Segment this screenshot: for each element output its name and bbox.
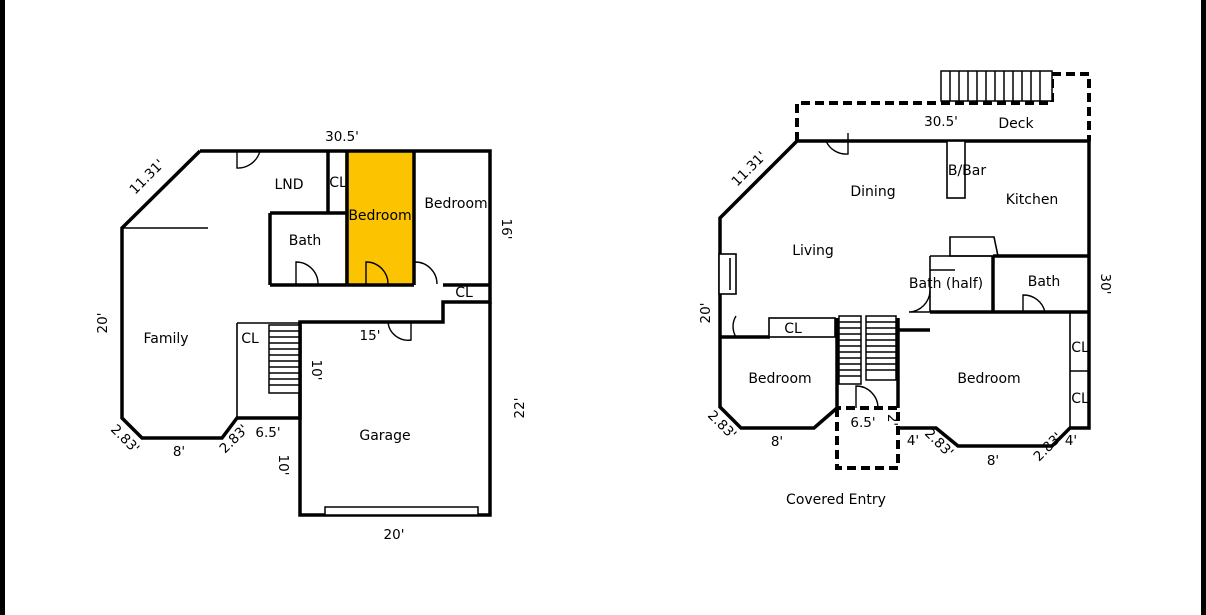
room-label-bedroom-right: Bedroom bbox=[957, 371, 1020, 387]
room-label-dining: Dining bbox=[850, 184, 895, 200]
dimension-label: 10' bbox=[275, 455, 291, 476]
room-label-bedroom-highlighted: Bedroom bbox=[348, 208, 411, 224]
dimension-label: 15' bbox=[360, 328, 381, 344]
upper-floor-plan: Deck B/Bar Dining Kitchen Living Bath (h… bbox=[698, 70, 1113, 508]
dimension-label: 8' bbox=[771, 434, 783, 450]
room-label-family: Family bbox=[143, 331, 188, 347]
upper-stairs-left bbox=[838, 315, 862, 385]
dimension-label: 20' bbox=[95, 313, 111, 334]
door-swing bbox=[825, 133, 849, 155]
dimension-label: 2.83' bbox=[921, 426, 956, 461]
dimension-label: 4' bbox=[1065, 433, 1077, 449]
door-swing bbox=[236, 150, 261, 169]
room-label-closet: CL bbox=[1071, 340, 1089, 356]
dimension-label: 8' bbox=[987, 453, 999, 469]
dimension-label: 4' bbox=[907, 433, 919, 449]
fireplace-hood bbox=[949, 236, 999, 257]
room-label-deck: Deck bbox=[998, 116, 1034, 132]
dimension-label: 20' bbox=[698, 303, 714, 324]
closet-hall bbox=[768, 317, 836, 338]
b-bar-counter bbox=[946, 140, 966, 199]
room-label-closet: CL bbox=[241, 331, 259, 347]
door-swing bbox=[1022, 294, 1046, 313]
room-label-closet: CL bbox=[455, 285, 473, 301]
dimension-label: 6.5' bbox=[850, 415, 875, 431]
room-label-lnd: LND bbox=[274, 177, 303, 193]
room-label-kitchen: Kitchen bbox=[1006, 192, 1059, 208]
room-label-closet: CL bbox=[329, 175, 347, 191]
dimension-label: 2.83' bbox=[1031, 430, 1066, 465]
room-label-b-bar: B/Bar bbox=[948, 163, 987, 179]
dimension-label: 10' bbox=[308, 360, 324, 381]
deck-outline bbox=[795, 72, 1091, 141]
dimension-label: 2.83' bbox=[217, 422, 252, 457]
door-swing bbox=[855, 385, 879, 409]
floor-plan-page: LND CL Bedroom Bedroom Bath CL Family CL… bbox=[5, 0, 1201, 615]
door-swing bbox=[908, 290, 931, 313]
upper-outer-wall bbox=[718, 139, 839, 430]
garage-wall bbox=[298, 302, 492, 517]
dimension-label: 2.83' bbox=[107, 422, 142, 457]
upper-stairs-right bbox=[865, 315, 897, 381]
door-swing bbox=[414, 261, 438, 285]
dimension-label: 30.5' bbox=[325, 129, 359, 145]
door-swing bbox=[365, 261, 389, 286]
room-label-closet: CL bbox=[784, 321, 802, 337]
deck-stairs bbox=[940, 70, 1053, 102]
dimension-label: 11.31' bbox=[127, 157, 168, 198]
lower-floor-plan: LND CL Bedroom Bedroom Bath CL Family CL… bbox=[95, 129, 528, 543]
room-label-garage: Garage bbox=[359, 428, 410, 444]
room-label-bedroom-left: Bedroom bbox=[748, 371, 811, 387]
door-swing bbox=[387, 321, 412, 341]
room-label-bedroom: Bedroom bbox=[424, 196, 487, 212]
highlighted-bedroom-area[interactable] bbox=[345, 151, 414, 285]
dimension-label: 20' bbox=[384, 527, 405, 543]
dimension-label: 30.5' bbox=[924, 114, 958, 130]
dimension-label: 30' bbox=[1097, 274, 1113, 295]
dimension-label: 16' bbox=[498, 219, 514, 240]
room-label-bath-half: Bath (half) bbox=[909, 276, 983, 292]
dimension-label: 2.83' bbox=[704, 408, 739, 443]
door-swing bbox=[732, 315, 755, 338]
lower-outer-wall bbox=[120, 149, 492, 440]
dimension-label: 6.5' bbox=[255, 425, 280, 441]
room-label-bath: Bath bbox=[289, 233, 322, 249]
dimension-label: 22' bbox=[512, 398, 528, 419]
door-swing bbox=[295, 261, 319, 286]
room-label-closet: CL bbox=[1071, 391, 1089, 407]
dimension-label: 2' bbox=[884, 414, 900, 426]
floor-plan-svg: LND CL Bedroom Bedroom Bath CL Family CL… bbox=[95, 70, 1113, 543]
dimension-label: 11.31' bbox=[729, 149, 770, 190]
lower-stairs bbox=[268, 324, 300, 394]
room-label-living: Living bbox=[792, 243, 834, 259]
room-label-bath: Bath bbox=[1028, 274, 1061, 290]
dimension-label: 8' bbox=[173, 444, 185, 460]
upper-outer-wall bbox=[797, 139, 1091, 448]
garage-door bbox=[324, 506, 479, 516]
fireplace bbox=[718, 253, 737, 295]
room-label-covered-entry: Covered Entry bbox=[786, 492, 886, 508]
